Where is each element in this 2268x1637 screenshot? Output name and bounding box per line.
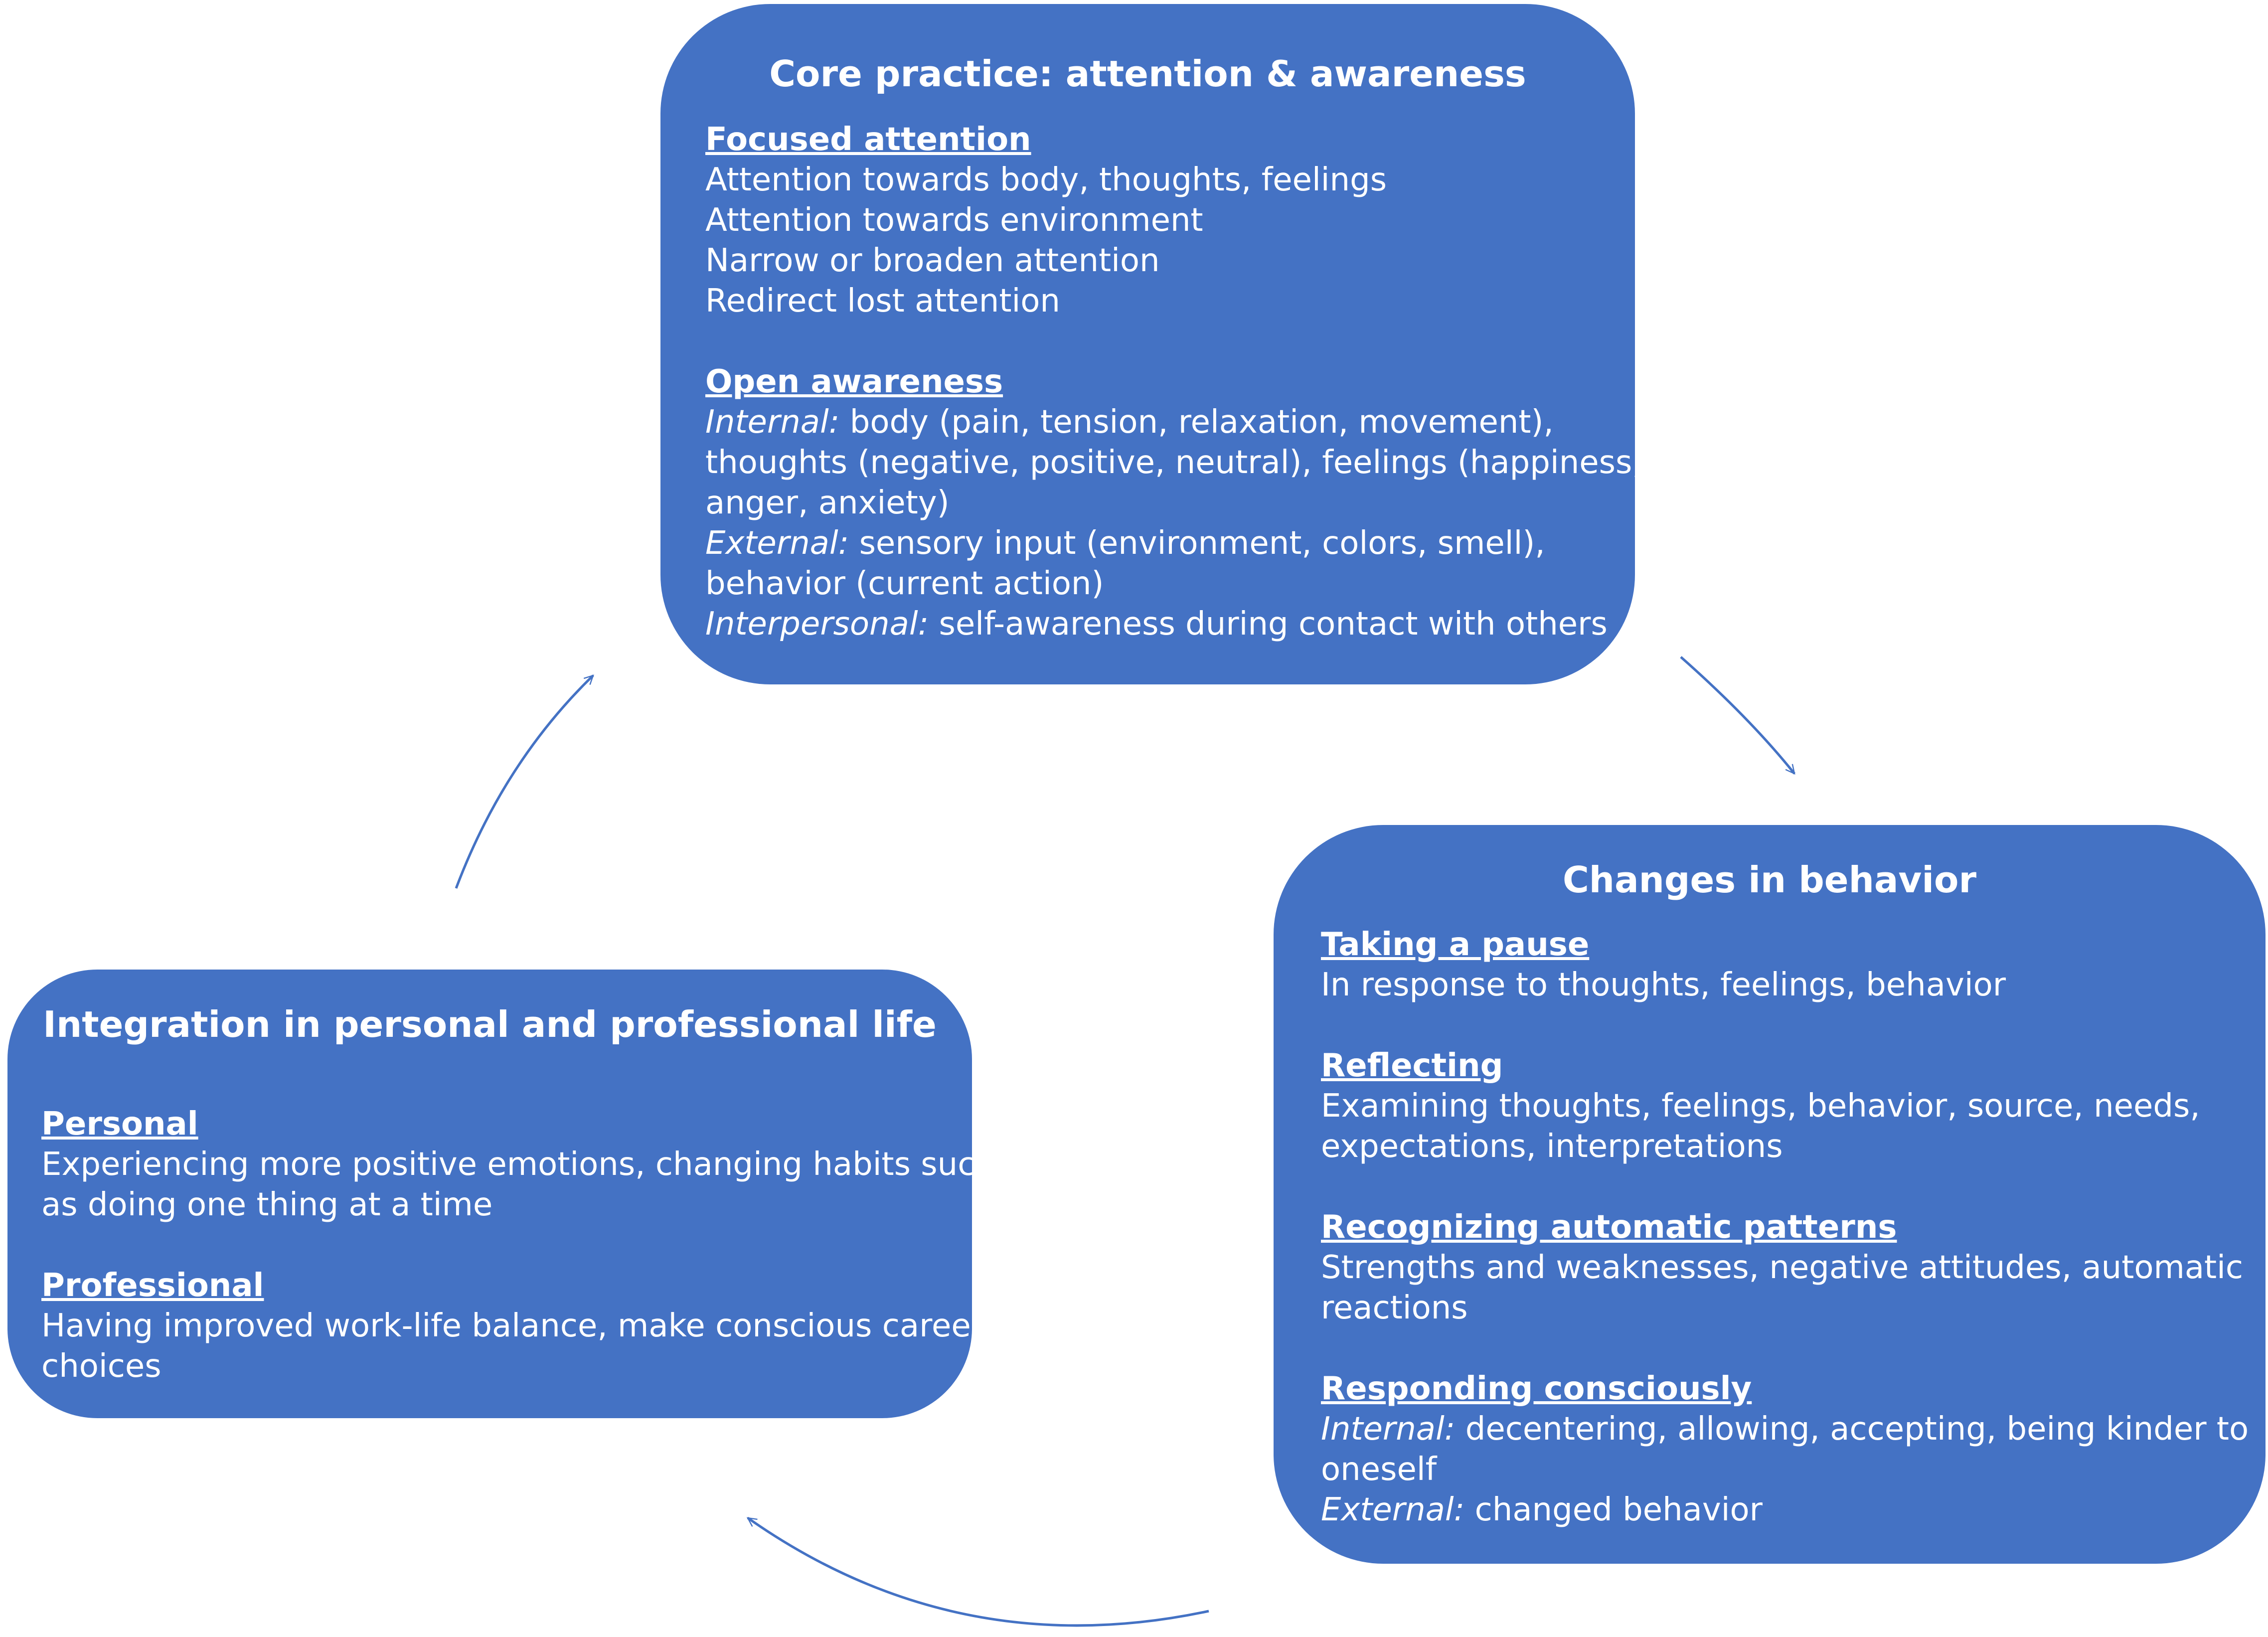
interpersonal-label: Interpersonal: [705, 606, 929, 643]
internal-text: body (pain, tension, relaxation, movemen… [839, 404, 1554, 441]
arrow-core-to-changes [1680, 656, 1795, 774]
reflecting-line: expectations, interpretations [1321, 1128, 1783, 1165]
core-practice-body: Focused attention Attention towards body… [705, 120, 1642, 645]
recognizing-patterns-line: Strengths and weaknesses, negative attit… [1321, 1249, 2244, 1286]
arrow-changes-to-integration [748, 1516, 1209, 1627]
taking-a-pause-heading: Taking a pause [1321, 926, 1590, 963]
external-label: External: [1321, 1491, 1465, 1528]
professional-heading: Professional [41, 1267, 264, 1304]
integration-body: Personal Experiencing more positive emot… [41, 1104, 995, 1387]
open-awareness-internal-line: Internal: body (pain, tension, relaxatio… [705, 402, 1642, 443]
core-practice-title: Core practice: attention & awareness [769, 53, 1526, 95]
responding-line: oneself [1321, 1451, 1437, 1488]
changes-in-behavior-box: Changes in behavior Taking a pause In re… [1274, 825, 2266, 1564]
focused-attention-line: Attention towards body, thoughts, feelin… [705, 162, 1387, 198]
taking-a-pause-line: In response to thoughts, feelings, behav… [1321, 967, 2006, 1003]
integration-box: Integration in personal and professional… [7, 970, 995, 1418]
core-practice-box: Core practice: attention & awareness Foc… [660, 4, 1642, 684]
recognizing-patterns-heading: Recognizing automatic patterns [1321, 1209, 1897, 1246]
personal-line: Experiencing more positive emotions, cha… [41, 1146, 995, 1183]
external-text: sensory input (environment, colors, smel… [849, 525, 1545, 562]
interpersonal-text: self-awareness during contact with other… [929, 606, 1608, 643]
changes-in-behavior-body: Taking a pause In response to thoughts, … [1321, 925, 2249, 1530]
internal-label: Internal: [705, 404, 840, 441]
open-awareness-external-line: External: sensory input (environment, co… [705, 523, 1642, 564]
open-awareness-line: behavior (current action) [705, 565, 1104, 602]
professional-line: choices [41, 1348, 162, 1385]
internal-label: Internal: [1321, 1411, 1456, 1448]
changes-in-behavior-title: Changes in behavior [1562, 859, 1977, 901]
open-awareness-interpersonal-line: Interpersonal: self-awareness during con… [705, 604, 1642, 645]
responding-internal-line: Internal: decentering, allowing, accepti… [1321, 1409, 2249, 1450]
reflecting-heading: Reflecting [1321, 1047, 1503, 1084]
arrow-integration-to-core [455, 675, 593, 889]
focused-attention-line: Attention towards environment [705, 202, 1203, 239]
external-label: External: [705, 525, 849, 562]
responding-external-line: External: changed behavior [1321, 1490, 2249, 1530]
focused-attention-line: Narrow or broaden attention [705, 242, 1160, 279]
open-awareness-line: anger, anxiety) [705, 485, 950, 521]
professional-line: Having improved work-life balance, make … [41, 1308, 984, 1344]
personal-heading: Personal [41, 1106, 198, 1143]
integration-title: Integration in personal and professional… [43, 1003, 937, 1045]
open-awareness-heading: Open awareness [705, 363, 1003, 400]
open-awareness-line: thoughts (negative, positive, neutral), … [705, 444, 1642, 481]
recognizing-patterns-line: reactions [1321, 1290, 1468, 1326]
responding-consciously-heading: Responding consciously [1321, 1370, 1752, 1407]
focused-attention-line: Redirect lost attention [705, 283, 1060, 320]
focused-attention-heading: Focused attention [705, 121, 1031, 158]
personal-line: as doing one thing at a time [41, 1186, 493, 1223]
internal-text: decentering, allowing, accepting, being … [1455, 1411, 2249, 1448]
external-text: changed behavior [1464, 1491, 1763, 1528]
reflecting-line: Examining thoughts, feelings, behavior, … [1321, 1088, 2200, 1125]
